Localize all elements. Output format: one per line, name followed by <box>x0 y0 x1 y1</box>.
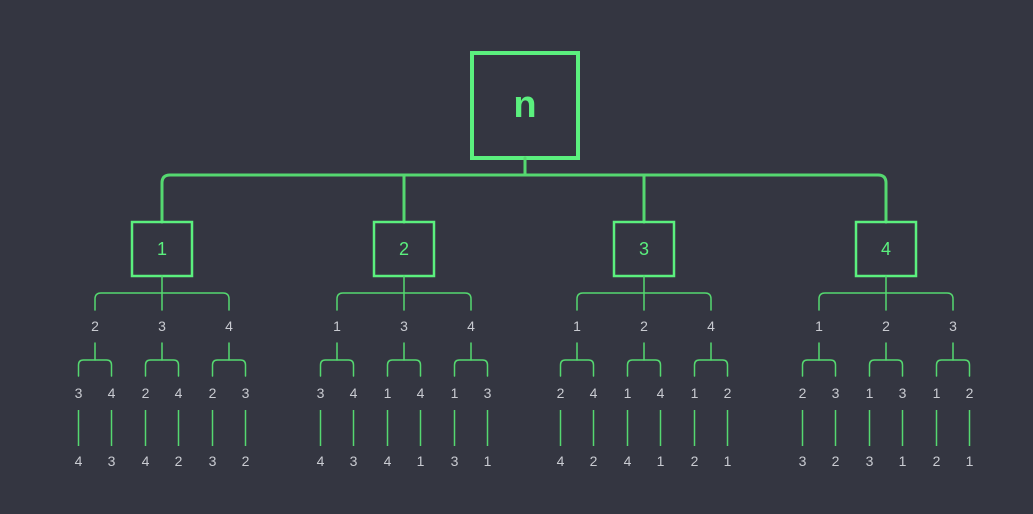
level2-label: 4 <box>467 318 475 334</box>
level3-label: 3 <box>75 385 83 401</box>
level3-label: 1 <box>866 385 874 401</box>
level2-connector <box>626 342 662 377</box>
leaf-label: 4 <box>557 453 565 469</box>
leaf-label: 1 <box>657 453 665 469</box>
level2-label: 3 <box>949 318 957 334</box>
level2-connector-bar <box>559 359 595 377</box>
level3-label: 1 <box>384 385 392 401</box>
leaf-label: 3 <box>451 453 459 469</box>
level3-label: 4 <box>657 385 665 401</box>
level2-connector-bar <box>693 359 729 377</box>
level2-label: 2 <box>882 318 890 334</box>
level2-label: 4 <box>225 318 233 334</box>
level2-connector <box>559 342 595 377</box>
level2-connector <box>319 342 355 377</box>
level3-label: 2 <box>966 385 974 401</box>
level3-label: 3 <box>242 385 250 401</box>
leaf-label: 1 <box>899 453 907 469</box>
level2-connector-bar <box>386 359 422 377</box>
leaf-label: 1 <box>484 453 492 469</box>
level2-connector <box>211 342 247 377</box>
level2-label: 1 <box>333 318 341 334</box>
level2-label: 3 <box>158 318 166 334</box>
level2-label: 1 <box>573 318 581 334</box>
level2-connector <box>935 342 971 377</box>
leaf-label: 3 <box>108 453 116 469</box>
level2-connector <box>801 342 837 377</box>
level2-connector <box>453 342 489 377</box>
leaf-label: 4 <box>142 453 150 469</box>
root-connector <box>160 156 888 224</box>
level2-connector-bar <box>144 359 180 377</box>
level3-label: 1 <box>451 385 459 401</box>
level2-connector <box>386 342 422 377</box>
level2-connector-bar <box>801 359 837 377</box>
level3-label: 3 <box>899 385 907 401</box>
level1-connector <box>576 275 712 311</box>
level1-node-label: 4 <box>881 239 891 259</box>
level2-connector-bar <box>319 359 355 377</box>
leaf-label: 4 <box>317 453 325 469</box>
level3-label: 3 <box>484 385 492 401</box>
level3-label: 4 <box>108 385 116 401</box>
leaf-label: 1 <box>966 453 974 469</box>
level2-connector-bar <box>626 359 662 377</box>
leaf-label: 1 <box>724 453 732 469</box>
leaf-label: 2 <box>175 453 183 469</box>
leaf-label: 4 <box>384 453 392 469</box>
leaf-label: 2 <box>242 453 250 469</box>
level3-label: 4 <box>350 385 358 401</box>
level1-connector <box>94 275 230 311</box>
level2-connector <box>77 342 113 377</box>
leaf-label: 3 <box>799 453 807 469</box>
level1-node-label: 2 <box>399 239 409 259</box>
level2-connector <box>144 342 180 377</box>
level1-connector <box>336 275 472 311</box>
leaf-label: 2 <box>832 453 840 469</box>
level2-connector <box>868 342 904 377</box>
level2-connector-bar <box>453 359 489 377</box>
level2-label: 3 <box>400 318 408 334</box>
leaf-label: 2 <box>933 453 941 469</box>
leaf-label: 4 <box>624 453 632 469</box>
level2-connector-bar <box>935 359 971 377</box>
level3-label: 1 <box>691 385 699 401</box>
level2-label: 2 <box>640 318 648 334</box>
level3-label: 4 <box>590 385 598 401</box>
level2-connector-bar <box>77 359 113 377</box>
level3-label: 4 <box>417 385 425 401</box>
level2-label: 4 <box>707 318 715 334</box>
root-node-label: n <box>513 84 536 126</box>
level2-label: 1 <box>815 318 823 334</box>
level3-label: 4 <box>175 385 183 401</box>
level3-label: 1 <box>624 385 632 401</box>
level3-label: 2 <box>557 385 565 401</box>
leaf-label: 3 <box>350 453 358 469</box>
leaf-label: 3 <box>866 453 874 469</box>
level3-label: 2 <box>142 385 150 401</box>
level2-connector <box>693 342 729 377</box>
level2-connector-bar <box>868 359 904 377</box>
level2-label: 2 <box>91 318 99 334</box>
leaf-label: 1 <box>417 453 425 469</box>
leaf-label: 3 <box>209 453 217 469</box>
level3-label: 2 <box>799 385 807 401</box>
level1-connector <box>818 275 954 311</box>
leaf-label: 2 <box>691 453 699 469</box>
level3-label: 3 <box>832 385 840 401</box>
leaf-label: 2 <box>590 453 598 469</box>
leaf-label: 4 <box>75 453 83 469</box>
root-connector-bar <box>160 173 888 224</box>
level1-node-label: 1 <box>157 239 167 259</box>
level3-label: 2 <box>724 385 732 401</box>
level3-label: 1 <box>933 385 941 401</box>
level1-node-label: 3 <box>639 239 649 259</box>
level2-connector-bar <box>211 359 247 377</box>
level3-label: 3 <box>317 385 325 401</box>
level3-label: 2 <box>209 385 217 401</box>
